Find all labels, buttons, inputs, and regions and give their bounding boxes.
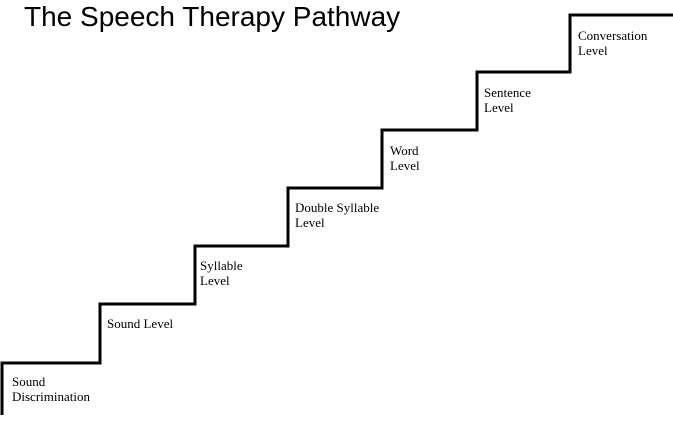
step-label-sound-level: Sound Level — [107, 316, 174, 331]
step-label-sentence-level: Sentence Level — [484, 85, 531, 115]
step-label-sound-discrimination: Sound Discrimination — [12, 374, 90, 404]
step-label-conversation-level: Conversation Level — [578, 28, 648, 58]
staircase-path — [0, 13, 673, 415]
step-label-syllable-level: Syllable Level — [200, 258, 243, 288]
step-label-word-level: Word Level — [390, 143, 420, 173]
step-label-double-syllable-level: Double Syllable Level — [295, 200, 380, 230]
diagram-title: The Speech Therapy Pathway — [24, 1, 401, 32]
